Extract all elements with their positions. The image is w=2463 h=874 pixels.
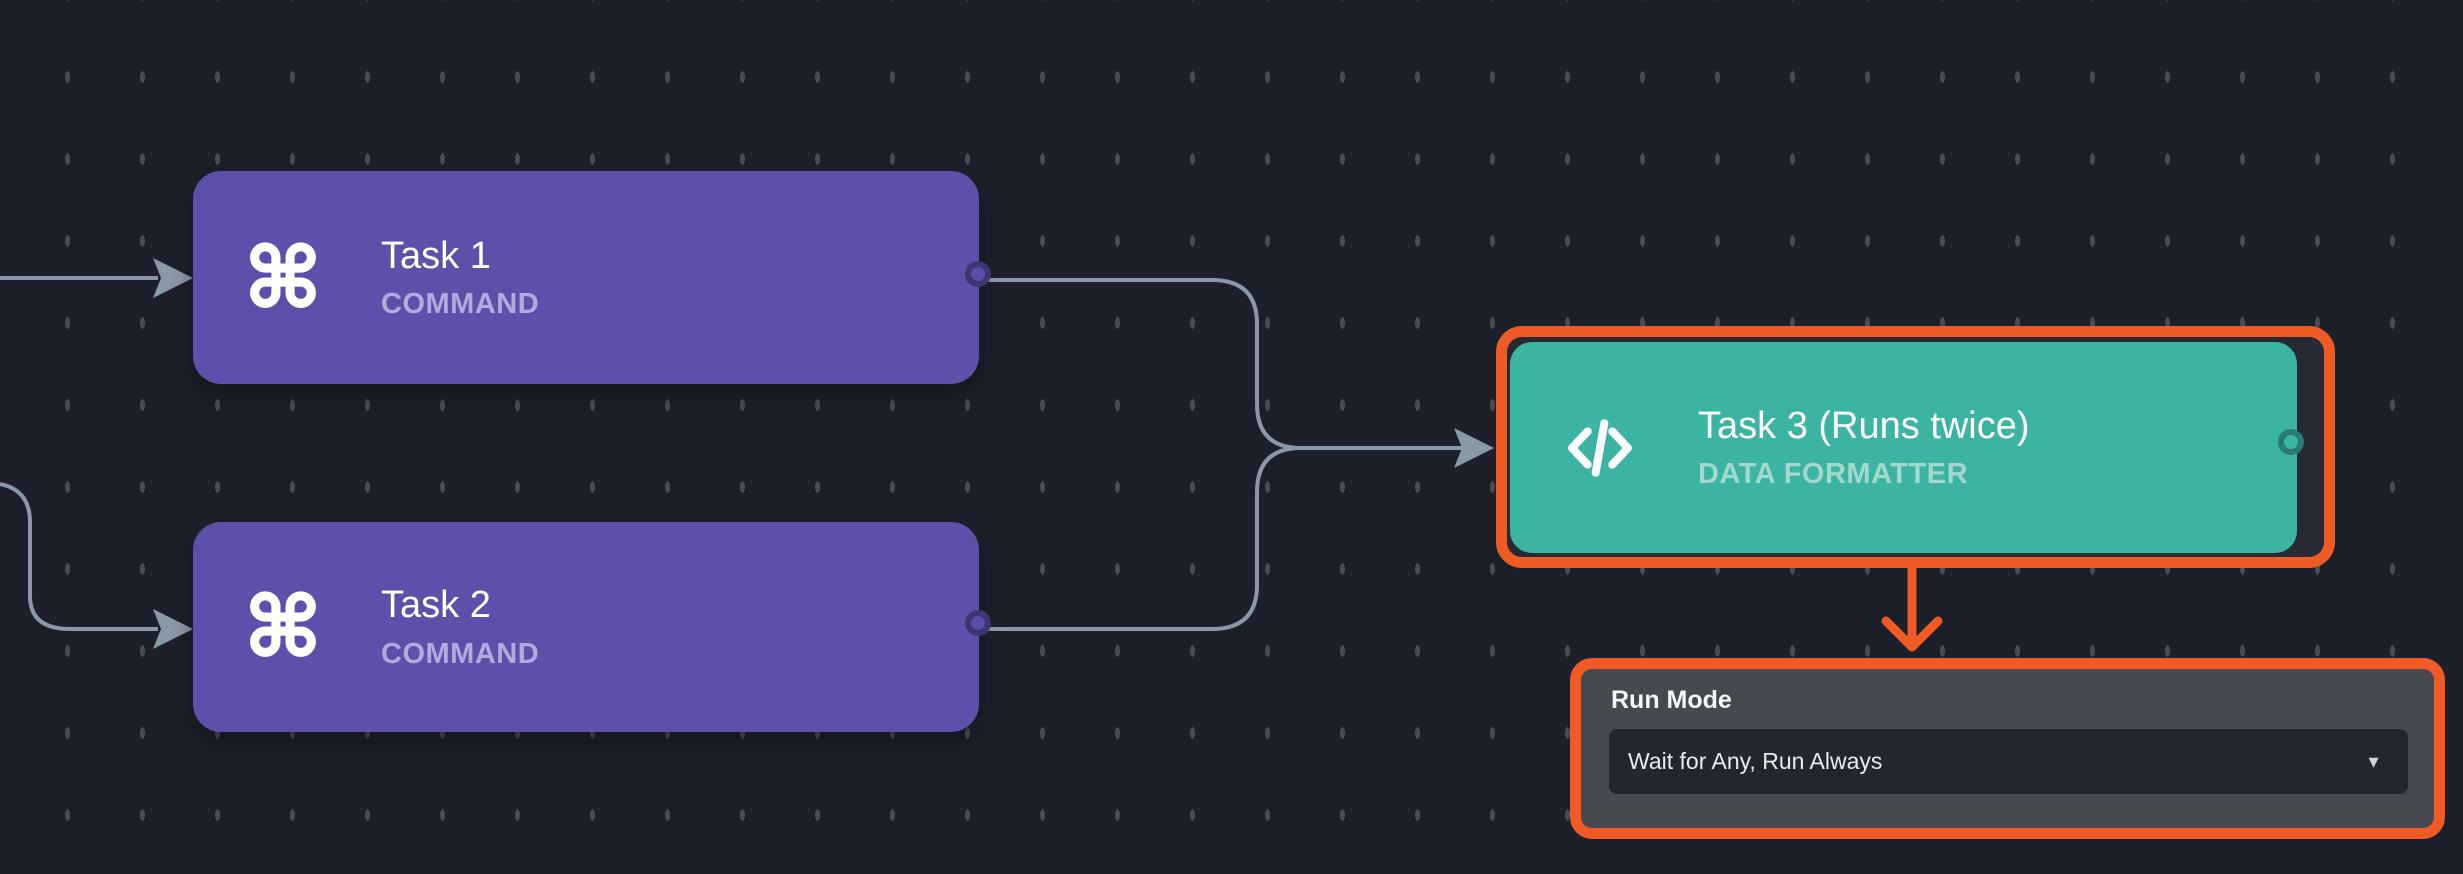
command-icon: ⌘ <box>243 580 323 674</box>
node-task-1[interactable]: ⌘ Task 1 COMMAND <box>193 171 979 384</box>
run-mode-selected-value: Wait for Any, Run Always <box>1628 748 1883 774</box>
run-mode-panel: Run Mode Wait for Any, Run Always ▼ <box>1570 658 2445 839</box>
command-icon: ⌘ <box>243 230 323 325</box>
task-3-output-port[interactable] <box>2278 429 2304 455</box>
node-type-label: DATA FORMATTER <box>1698 458 1969 491</box>
node-task-2[interactable]: ⌘ Task 2 COMMAND <box>193 522 979 732</box>
chevron-down-icon: ▼ <box>2365 752 2382 771</box>
node-type-label: COMMAND <box>381 288 540 321</box>
node-title: Task 1 <box>381 234 491 277</box>
task-2-output-port[interactable] <box>965 610 991 636</box>
node-task-3[interactable]: Task 3 (Runs twice) DATA FORMATTER <box>1510 342 2297 553</box>
code-icon <box>1560 405 1640 491</box>
node-type-label: COMMAND <box>381 637 540 670</box>
run-mode-label: Run Mode <box>1611 686 1732 714</box>
node-title: Task 3 (Runs twice) <box>1698 404 2030 447</box>
node-title: Task 2 <box>381 584 491 627</box>
task-1-output-port[interactable] <box>965 261 991 287</box>
run-mode-dropdown[interactable]: Wait for Any, Run Always ▼ <box>1609 729 2408 794</box>
